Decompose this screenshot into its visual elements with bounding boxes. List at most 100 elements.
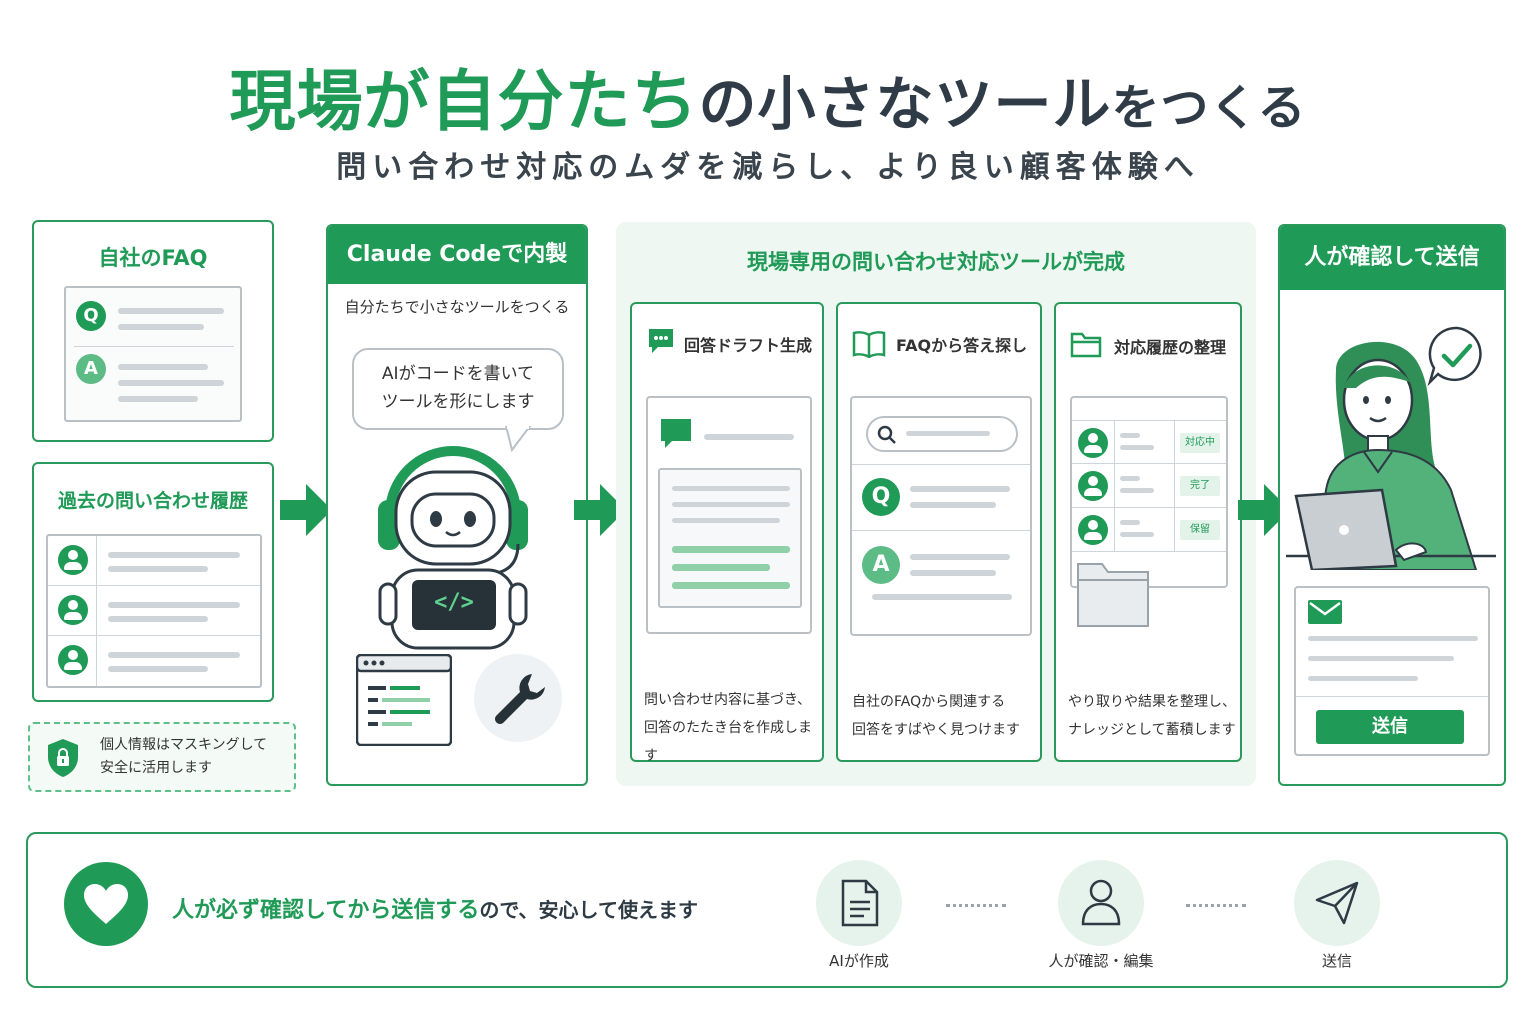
history-org-list: 対応中 完了 保留 <box>1070 396 1228 588</box>
page-title: 現場が自分たちの小さなツールをつくる <box>0 48 1536 144</box>
draft-card-desc: 問い合わせ内容に基づき、 回答のたたき台を作成します <box>644 686 822 770</box>
send-button[interactable]: 送信 <box>1316 710 1464 744</box>
bubble-tail <box>504 426 532 452</box>
status-badge: 保留 <box>1180 520 1220 540</box>
faq-box: 自社のFAQ Q A <box>32 220 274 442</box>
paper-plane-icon <box>1315 881 1359 925</box>
title-part-small: をつくる <box>1111 80 1307 136</box>
user-icon <box>58 645 88 675</box>
email-preview: 送信 <box>1294 586 1490 756</box>
chat-bubble-icon <box>649 329 673 353</box>
draft-document <box>658 468 802 608</box>
claude-box-title: Claude Codeで内製 <box>328 226 586 284</box>
shield-lock-icon <box>48 739 78 777</box>
heart-icon <box>84 884 128 924</box>
step-label: AIが作成 <box>829 952 889 970</box>
mail-icon <box>1308 600 1342 624</box>
history-list <box>46 534 262 688</box>
page-subtitle: 問い合わせ対応のムダを減らし、より良い顧客体験へ <box>336 150 1200 185</box>
faq-search-desc-line-1: 自社のFAQから関連する <box>852 694 1006 710</box>
safety-message: 人が必ず確認してから送信するので、安心して使えます <box>172 892 698 924</box>
person-laptop-illustration <box>1286 341 1496 570</box>
user-icon <box>1078 515 1108 545</box>
step-ai-create <box>816 860 902 946</box>
search-input[interactable] <box>866 416 1018 452</box>
search-icon <box>877 425 896 444</box>
privacy-note: 個人情報はマスキングして 安全に活用します <box>28 722 296 792</box>
claude-code-box: Claude Codeで内製 自分たちで小さなツールをつくる AIがコードを書い… <box>326 224 588 786</box>
user-icon <box>58 595 88 625</box>
bubble-line-1: AIがコードを書いて <box>381 364 535 384</box>
step-send <box>1294 860 1380 946</box>
step-label: 人が確認・編集 <box>1048 952 1154 970</box>
human-box-title: 人が確認して送信 <box>1280 226 1504 290</box>
history-org-card-title: 対応履歴の整理 <box>1114 338 1227 357</box>
table-row: 対応中 <box>1072 420 1226 465</box>
privacy-text: 個人情報はマスキングして 安全に活用します <box>100 734 267 780</box>
faq-search-preview: Q A <box>850 396 1032 636</box>
step-connector <box>1186 904 1246 907</box>
faq-search-card: FAQから答え探し Q A 自社のFAQから関連する 回答をすばやく見つけます <box>836 302 1042 762</box>
robot-icon <box>378 446 528 650</box>
draft-card: 回答ドラフト生成 問い合わせ内容に基づき、 回答のたたき台を作成します <box>630 302 824 764</box>
draft-preview <box>646 396 812 634</box>
step-human-review <box>1058 860 1144 946</box>
faq-document: Q A <box>64 286 242 422</box>
faq-box-title: 自社のFAQ <box>98 246 208 270</box>
document-icon <box>841 879 879 927</box>
safety-message-green: 人が必ず確認してから送信する <box>172 898 480 923</box>
chat-icon <box>661 419 691 448</box>
privacy-line-1: 個人情報はマスキングして <box>100 737 268 753</box>
draft-desc-line-2: 回答のたたき台を作成します <box>644 720 812 764</box>
bubble-line-2: ツールを形にします <box>381 392 535 412</box>
wrench-icon <box>495 674 545 724</box>
check-bubble-icon <box>1427 326 1482 386</box>
faq-a-icon: A <box>862 546 900 584</box>
heart-badge <box>64 862 148 946</box>
bottom-banner: 人が必ず確認してから送信するので、安心して使えます AIが作成 人が確認・編集 … <box>26 832 1508 988</box>
faq-search-card-desc: 自社のFAQから関連する 回答をすばやく見つけます <box>852 688 1020 744</box>
status-badge: 完了 <box>1180 476 1220 496</box>
privacy-line-2: 安全に活用します <box>100 760 212 776</box>
arrow-right-icon <box>280 484 332 536</box>
user-icon <box>1078 428 1108 458</box>
faq-a-icon: A <box>76 354 106 384</box>
draft-card-title: 回答ドラフト生成 <box>684 336 813 355</box>
arrow-right-icon <box>1238 484 1290 536</box>
table-row: 保留 <box>1072 508 1226 552</box>
human-review-box: 人が確認して送信 送信 <box>1278 224 1506 786</box>
status-badge: 対応中 <box>1180 433 1220 453</box>
title-part-dark: の小さなツール <box>698 70 1112 138</box>
title-part-green: 現場が自分たち <box>229 63 699 140</box>
code-window-icon <box>356 654 452 746</box>
history-org-card: 対応履歴の整理 対応中 完了 保留 <box>1054 302 1242 762</box>
list-item <box>48 586 260 636</box>
faq-q-icon: Q <box>76 301 106 331</box>
history-org-card-desc: やり取りや結果を整理し、 ナレッジとして蓄積します <box>1068 688 1236 744</box>
history-org-desc-line-1: やり取りや結果を整理し、 <box>1068 694 1236 710</box>
tool-panel-title: 現場専用の問い合わせ対応ツールが完成 <box>747 250 1125 274</box>
person-icon <box>1081 879 1121 926</box>
arrow-right-icon <box>574 484 626 536</box>
user-icon <box>58 545 88 575</box>
open-book-icon <box>852 331 886 358</box>
folder-gray-icon <box>1077 563 1149 627</box>
list-item <box>48 536 260 586</box>
list-item <box>48 636 260 686</box>
history-box: 過去の問い合わせ履歴 <box>32 462 274 702</box>
table-row: 完了 <box>1072 464 1226 508</box>
user-icon <box>1078 471 1108 501</box>
faq-search-desc-line-2: 回答をすばやく見つけます <box>852 722 1020 738</box>
draft-desc-line-1: 問い合わせ内容に基づき、 <box>644 692 812 708</box>
safety-message-rest: ので、安心して使えます <box>479 898 698 922</box>
code-glyph: </> <box>434 590 474 615</box>
step-label: 送信 <box>1321 952 1352 970</box>
folder-icon <box>1070 332 1102 358</box>
step-connector <box>946 904 1006 907</box>
claude-box-subtitle: 自分たちで小さなツールをつくる <box>344 298 570 316</box>
faq-search-card-title: FAQから答え探し <box>896 336 1028 355</box>
faq-q-icon: Q <box>862 478 900 516</box>
history-box-title: 過去の問い合わせ履歴 <box>57 490 248 512</box>
speech-bubble: AIがコードを書いて ツールを形にします <box>352 348 564 430</box>
history-org-desc-line-2: ナレッジとして蓄積します <box>1068 722 1236 738</box>
